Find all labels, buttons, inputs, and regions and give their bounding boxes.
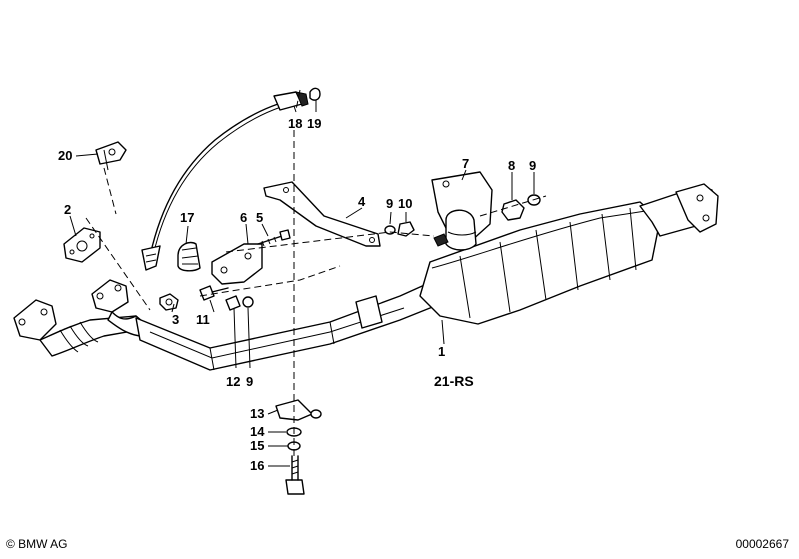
part-label-9-mid: 9	[386, 196, 393, 211]
washer-and-nut-near-4	[384, 221, 415, 237]
part-label-12: 12	[226, 374, 240, 389]
oxygen-sensor-with-cable	[141, 87, 321, 271]
group-label-21-rs: 21-RS	[434, 373, 474, 389]
part-label-3: 3	[172, 312, 179, 327]
part-label-4: 4	[358, 194, 366, 209]
part-label-7: 7	[462, 156, 469, 171]
part-label-16: 16	[250, 458, 264, 473]
part-label-17: 17	[180, 210, 194, 225]
part-label-14: 14	[250, 424, 265, 439]
part-17-clamp	[177, 241, 201, 272]
part-20-sensor-bracket	[95, 141, 127, 171]
part-label-15: 15	[250, 438, 264, 453]
part-label-9-right: 9	[529, 158, 536, 173]
part-label-11: 11	[196, 312, 210, 327]
part-label-9-lower: 9	[246, 374, 253, 389]
part-label-1: 1	[438, 344, 445, 359]
assembly-guide-lines	[85, 89, 547, 460]
part-label-19: 19	[307, 116, 321, 131]
diagram-code: 00002667	[735, 537, 789, 551]
exhaust-pipe-with-silencer	[13, 183, 719, 371]
part-label-13: 13	[250, 406, 264, 421]
part-label-8: 8	[508, 158, 515, 173]
part-label-20: 20	[58, 148, 72, 163]
part-4-bracket	[263, 181, 381, 247]
part-label-6: 6	[240, 210, 247, 225]
bolt-nut-washer-middle	[199, 285, 254, 311]
part-2-gasket	[63, 227, 101, 263]
part-6-bracket	[211, 243, 263, 285]
part-3-nut	[159, 293, 179, 311]
part-label-10: 10	[398, 196, 412, 211]
copyright-text: © BMW AG	[6, 537, 68, 551]
part-label-5: 5	[256, 210, 263, 225]
part-label-2: 2	[64, 202, 71, 217]
leader-lines	[69, 100, 535, 467]
part-label-18: 18	[288, 116, 302, 131]
part-labels: 1 2 3 4 5 6 7 8 9 9 10 11 12 9 13 14 15 …	[58, 116, 536, 473]
part-5-bolt	[257, 229, 291, 247]
part-7-rubber-mount	[431, 171, 493, 251]
lower-hanger-stack	[275, 399, 322, 495]
